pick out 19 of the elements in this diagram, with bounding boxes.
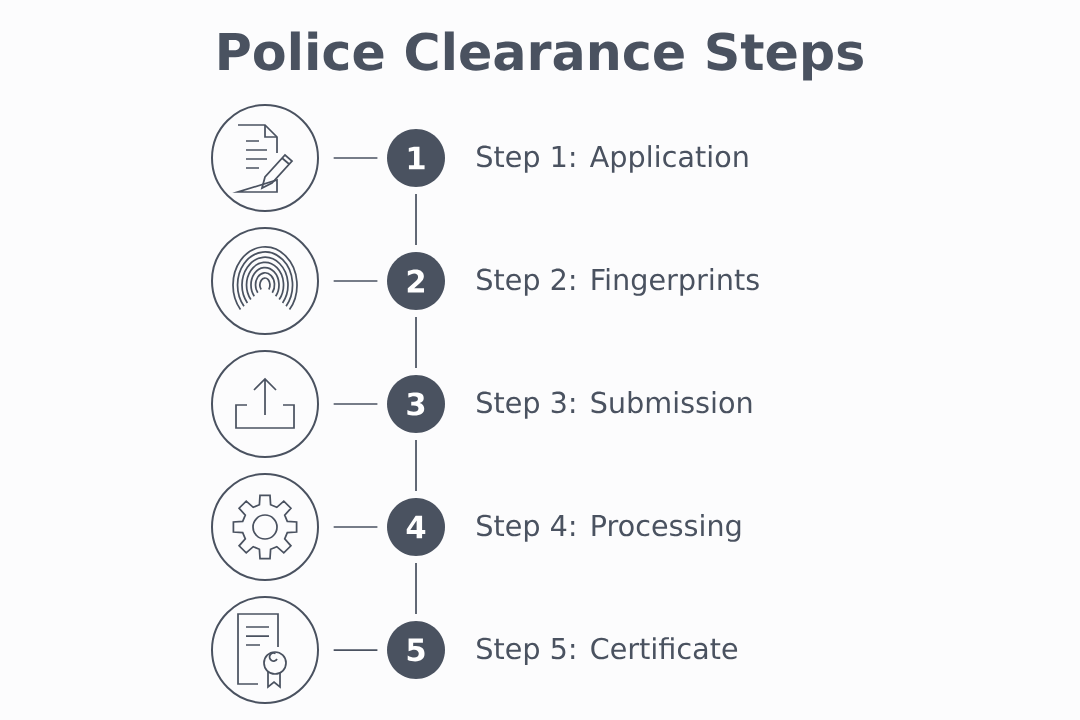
icon-circle bbox=[211, 473, 319, 581]
connector-line bbox=[415, 193, 417, 246]
connector-line bbox=[332, 157, 379, 159]
step-label: Step 4: Processing bbox=[477, 514, 741, 542]
connector-line bbox=[415, 316, 417, 369]
step-label: Step 1: Application bbox=[477, 145, 748, 173]
connector-line bbox=[332, 526, 379, 528]
step-label: Step 2: Fingerprints bbox=[477, 268, 759, 296]
connector-line bbox=[415, 562, 417, 615]
icon-circle bbox=[211, 596, 319, 704]
title: Police Clearance Steps bbox=[219, 31, 863, 81]
connector-line bbox=[332, 403, 379, 405]
connector-line bbox=[332, 280, 379, 282]
icon-circle bbox=[211, 350, 319, 458]
step-label: Step 5: Certificate bbox=[477, 637, 738, 665]
connector-line bbox=[415, 439, 417, 492]
icon-circle bbox=[211, 227, 319, 335]
step-label: Step 3: Submission bbox=[477, 391, 752, 419]
connector-line bbox=[332, 649, 379, 651]
